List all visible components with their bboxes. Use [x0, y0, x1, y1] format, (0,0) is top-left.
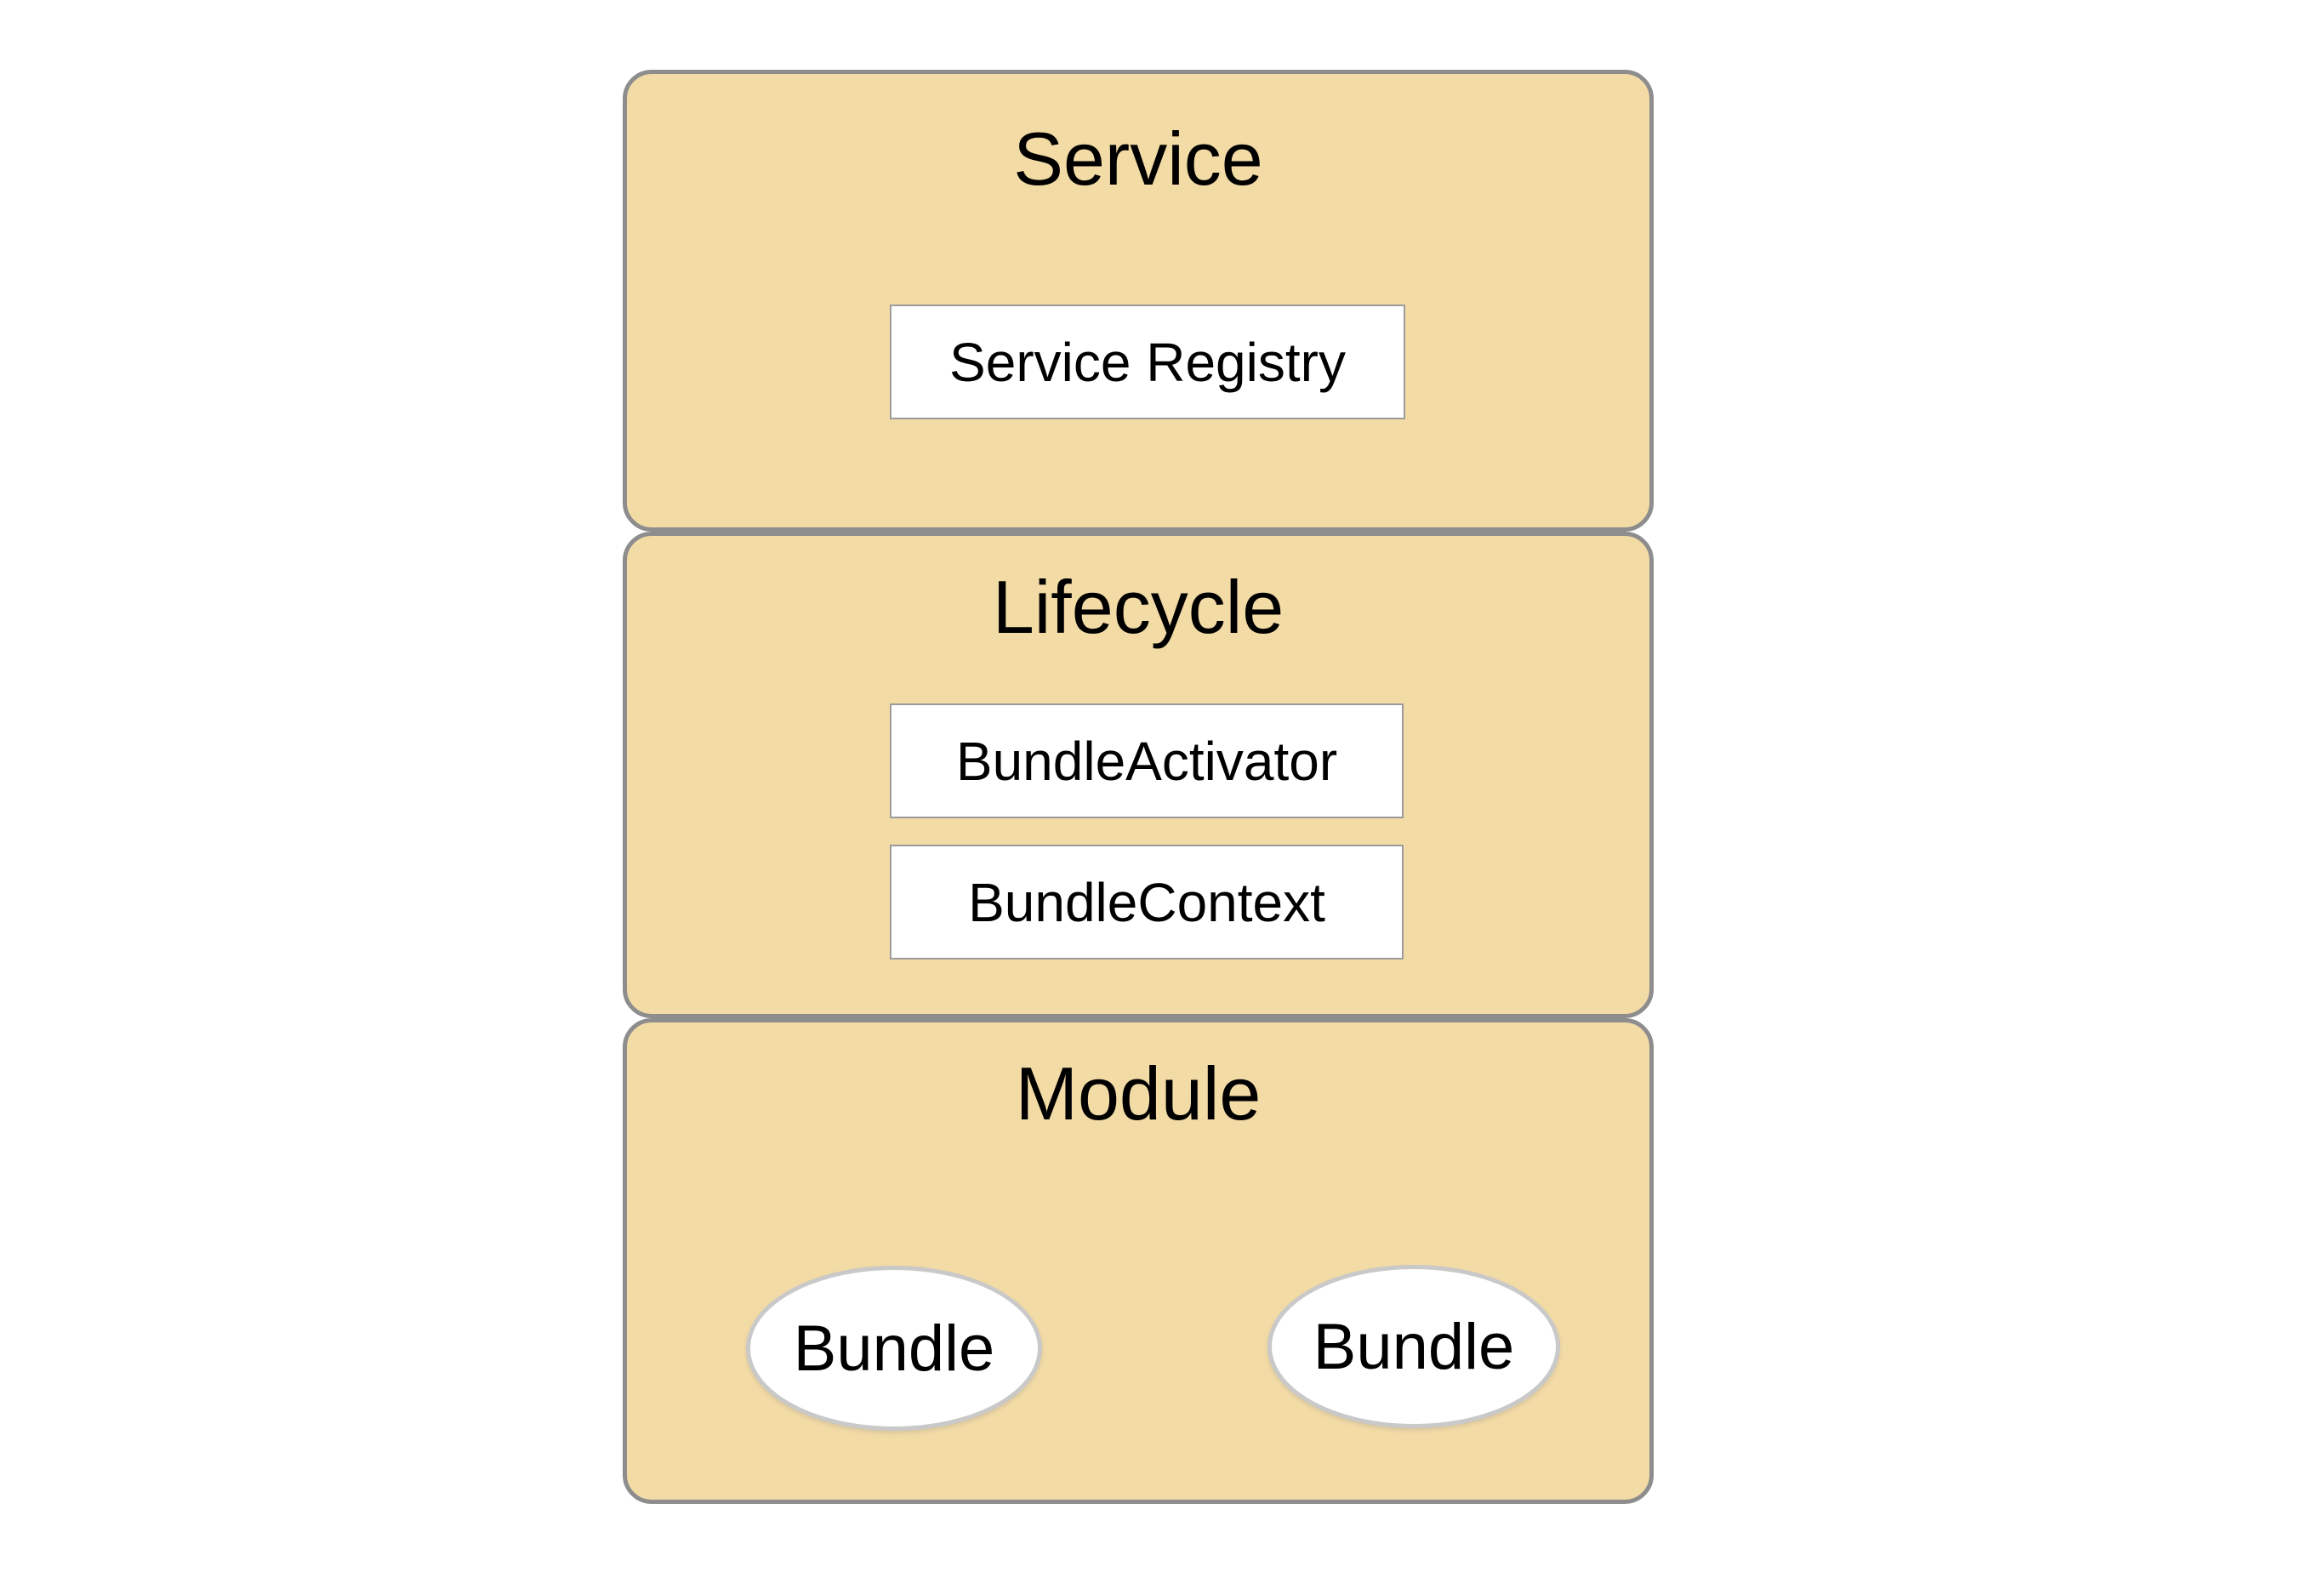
- node-bundle-activator: BundleActivator: [890, 703, 1404, 818]
- node-bundle-right-label: Bundle: [1313, 1310, 1515, 1383]
- layer-service: Service Service Registry: [623, 70, 1654, 532]
- layer-lifecycle-title: Lifecycle: [992, 565, 1284, 649]
- node-bundle-left-label: Bundle: [793, 1312, 995, 1385]
- node-bundle-context-label: BundleContext: [968, 871, 1325, 933]
- layer-module-title: Module: [1015, 1051, 1262, 1136]
- node-bundle-right: Bundle: [1267, 1265, 1560, 1428]
- node-bundle-activator-label: BundleActivator: [955, 730, 1338, 792]
- layer-lifecycle: Lifecycle BundleActivator BundleContext: [623, 532, 1654, 1018]
- node-bundle-left: Bundle: [746, 1266, 1042, 1431]
- node-service-registry-label: Service Registry: [949, 331, 1346, 393]
- node-service-registry: Service Registry: [890, 305, 1405, 419]
- layer-module: Module Bundle Bundle: [623, 1018, 1654, 1504]
- layer-service-title: Service: [1013, 117, 1263, 201]
- node-bundle-context: BundleContext: [890, 845, 1404, 959]
